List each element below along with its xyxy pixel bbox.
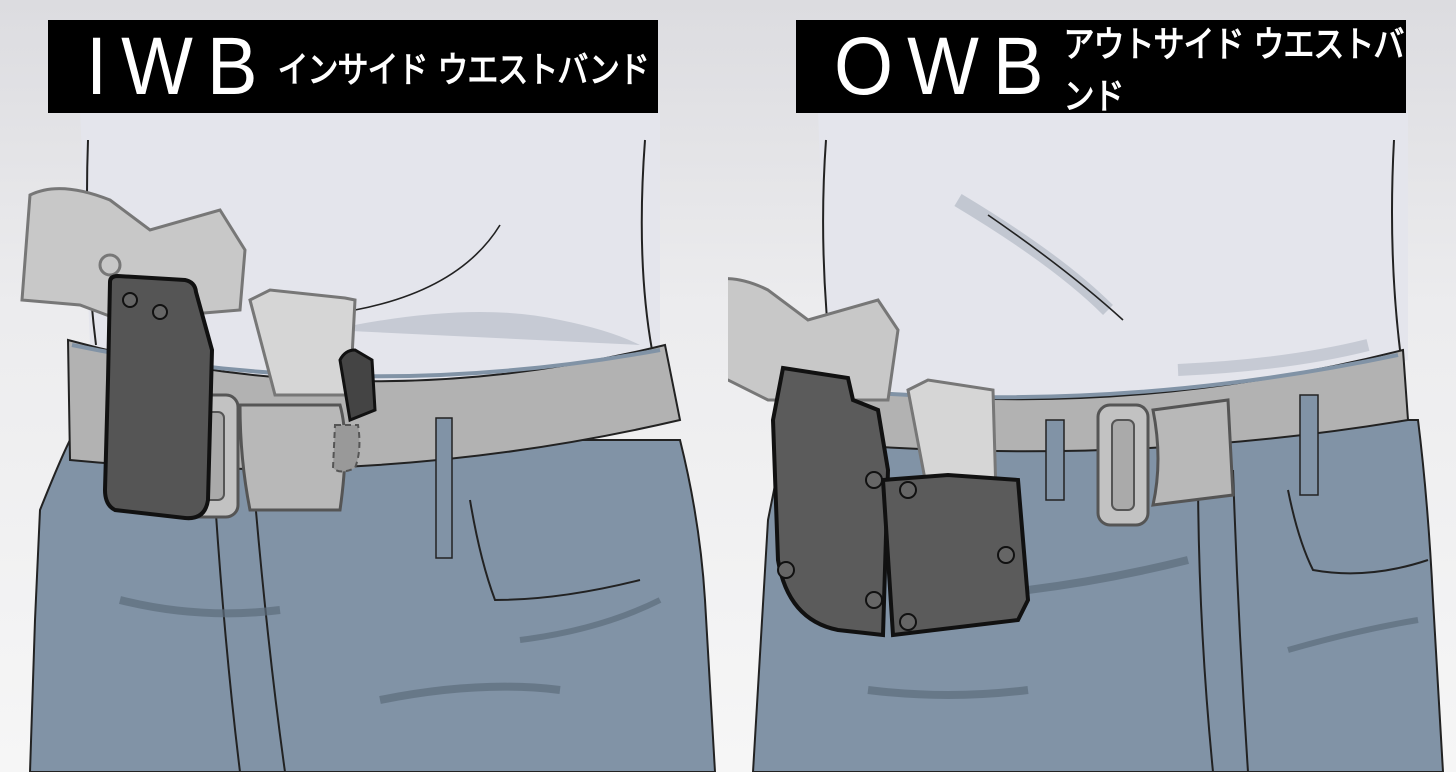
- iwb-illustration: [20, 110, 717, 772]
- owb-mag-pouch: [880, 472, 1031, 638]
- iwb-code: IWB: [86, 20, 272, 112]
- iwb-holster-clip: [102, 273, 215, 521]
- belt-buckle: [238, 403, 347, 512]
- owb-panel: OWB アウトサイド ウエストバンド: [728, 0, 1456, 772]
- belt-loop: [435, 417, 453, 559]
- owb-subtitle: アウトサイド ウエストバンド: [1063, 23, 1405, 118]
- iwb-subtitle: インサイド ウエストバンド: [277, 49, 650, 92]
- owb-illustration: [728, 110, 1445, 772]
- owb-title-banner: OWB アウトサイド ウエストバンド: [796, 20, 1406, 117]
- iwb-panel: IWB インサイド ウエストバンド: [20, 20, 717, 772]
- mag-pouch-clip: [338, 348, 377, 423]
- spare-magazine: [248, 288, 357, 397]
- owb-code: OWB: [834, 20, 1058, 112]
- iwb-title-banner: IWB インサイド ウエストバンド: [48, 20, 658, 113]
- shirt: [818, 110, 1408, 410]
